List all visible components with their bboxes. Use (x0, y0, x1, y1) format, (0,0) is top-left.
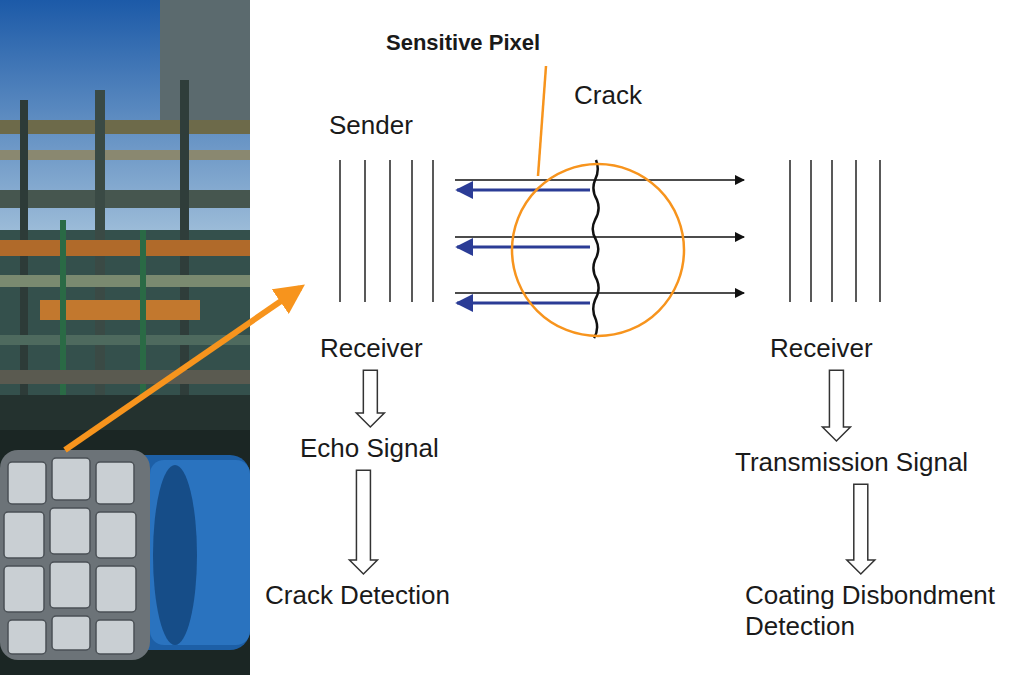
plant-photo (0, 0, 250, 675)
receiver-array (790, 160, 880, 302)
step-text: Coating Disbondment Detection (745, 580, 1017, 642)
step-text: Crack Detection (265, 580, 450, 611)
transmitted-wave (455, 180, 744, 293)
sender-array (340, 160, 433, 302)
flow-step: Echo Signal (296, 431, 443, 466)
part-label: Crack (574, 80, 642, 111)
step-text: Transmission Signal (735, 447, 968, 478)
flow-arrow (349, 470, 377, 574)
flow-step: Transmission Signal (731, 445, 972, 480)
flow-step: Crack Detection (261, 578, 454, 613)
step-text: Receiver (320, 333, 423, 364)
flow-arrow (356, 370, 384, 427)
step-text: Echo Signal (300, 433, 439, 464)
step-text: Receiver (770, 333, 873, 364)
flow-step: Coating Disbondment Detection (741, 578, 1021, 644)
crack-line (593, 160, 599, 338)
flow-arrow (822, 370, 850, 441)
pointer-arrow (65, 288, 300, 450)
callout-label: Sensitive Pixel (386, 30, 540, 56)
flow-arrow (847, 484, 875, 574)
flow-step: Receiver (316, 331, 427, 366)
sensitive-pixel-circle (512, 164, 684, 336)
part-label: Sender (329, 110, 413, 141)
flow-step: Receiver (766, 331, 877, 366)
leader-line (538, 66, 546, 176)
